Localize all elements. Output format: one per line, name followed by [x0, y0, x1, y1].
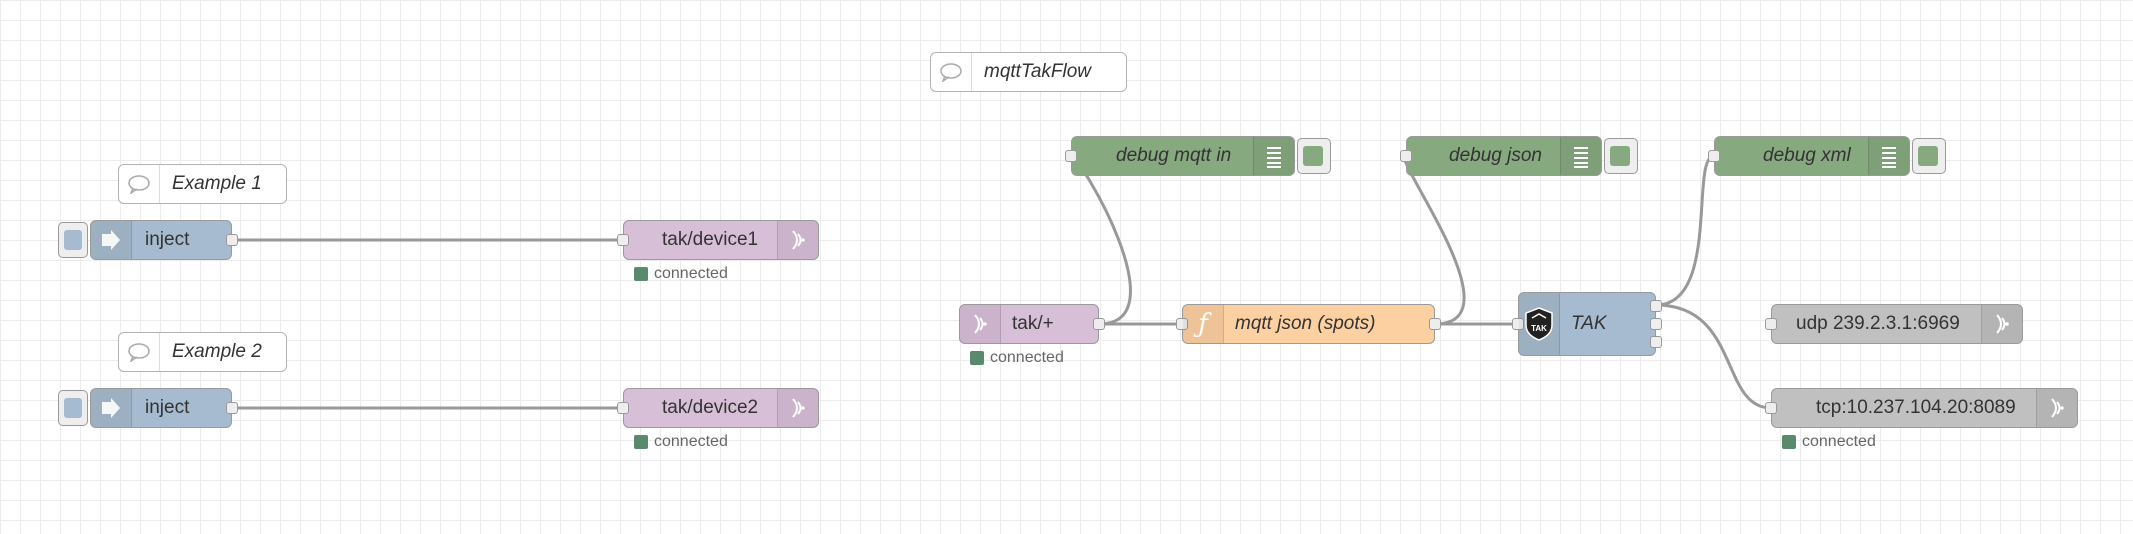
status-text: connected — [990, 349, 1064, 366]
input-port[interactable] — [1765, 318, 1777, 330]
wire-mqttin-debug[interactable] — [1070, 154, 1132, 326]
output-port[interactable] — [1093, 318, 1105, 330]
inject-node-2[interactable]: inject — [90, 388, 238, 428]
input-port[interactable] — [1065, 150, 1077, 162]
comment-label: Example 1 — [172, 173, 262, 194]
wire-tak-debugxml[interactable] — [1655, 154, 1715, 307]
udp-out-node[interactable]: udp 239.2.3.1:6969 — [1765, 304, 2023, 344]
output-port[interactable] — [1429, 318, 1441, 330]
status-dot — [1782, 435, 1796, 449]
wire-tak-tcp[interactable] — [1655, 303, 1772, 410]
input-port[interactable] — [1708, 150, 1720, 162]
mqtt-in-node[interactable]: tak/+ — [959, 304, 1105, 344]
radio-waves-icon — [960, 305, 1001, 343]
debug-toggle-xml[interactable] — [1912, 138, 1946, 174]
debug-toggle-mqtt-in[interactable] — [1297, 138, 1331, 174]
status-text: connected — [1802, 433, 1876, 450]
mqtt-in-label: tak/+ — [1012, 313, 1054, 334]
debug-node-xml[interactable]: debug xml — [1708, 136, 1910, 176]
radio-waves-icon — [1981, 305, 2022, 343]
speech-bubble-icon — [119, 333, 160, 371]
function-node[interactable]: ƒ mqtt json (spots) — [1176, 304, 1441, 344]
comment-flow-title[interactable]: mqttTakFlow — [930, 52, 1127, 92]
comment-label: mqttTakFlow — [984, 61, 1091, 82]
inject-label: inject — [145, 397, 190, 418]
status-tcp: connected — [1782, 433, 1876, 451]
comment-example2[interactable]: Example 2 — [118, 332, 287, 372]
list-icon — [1560, 137, 1601, 175]
list-icon — [1253, 137, 1294, 175]
inject-node-1[interactable]: inject — [90, 220, 238, 260]
comment-example1[interactable]: Example 1 — [118, 164, 287, 204]
debug-node-mqtt-in[interactable]: debug mqtt in — [1065, 136, 1295, 176]
mqtt-out-label: tak/device1 — [662, 229, 759, 250]
radio-waves-icon — [777, 221, 818, 259]
status-dot — [634, 267, 648, 281]
inject-label: inject — [145, 229, 190, 250]
speech-bubble-icon — [119, 165, 160, 203]
output-port[interactable] — [226, 402, 238, 414]
status-device2: connected — [634, 433, 728, 451]
input-port[interactable] — [1765, 402, 1777, 414]
udp-label: udp 239.2.3.1:6969 — [1796, 313, 1960, 334]
debug-label: debug xml — [1763, 145, 1851, 166]
output-port-2[interactable] — [1650, 318, 1662, 330]
tak-label: TAK — [1571, 313, 1607, 334]
function-label: mqtt json (spots) — [1235, 313, 1376, 334]
status-dot — [970, 351, 984, 365]
output-port[interactable] — [226, 234, 238, 246]
radio-waves-icon — [777, 389, 818, 427]
input-port[interactable] — [1512, 318, 1524, 330]
mqtt-out-label: tak/device2 — [662, 397, 759, 418]
inject1-trigger-button[interactable] — [58, 222, 88, 258]
status-device1: connected — [634, 265, 728, 283]
wire-function-debugjson[interactable] — [1403, 154, 1466, 326]
debug-toggle-json[interactable] — [1604, 138, 1638, 174]
tak-node[interactable]: TAK TAK — [1512, 292, 1662, 356]
arrow-in-icon — [91, 221, 132, 259]
output-port-1[interactable] — [1650, 300, 1662, 312]
output-port-3[interactable] — [1650, 336, 1662, 348]
status-dot — [634, 435, 648, 449]
status-mqtt-in: connected — [970, 349, 1064, 367]
tcp-label: tcp:10.237.104.20:8089 — [1816, 397, 2016, 418]
inject2-trigger-button[interactable] — [58, 390, 88, 426]
tcp-out-node[interactable]: tcp:10.237.104.20:8089 — [1765, 388, 2078, 428]
debug-label: debug mqtt in — [1116, 145, 1232, 166]
debug-node-json[interactable]: debug json — [1400, 136, 1602, 176]
radio-waves-icon — [2036, 389, 2077, 427]
speech-bubble-icon — [931, 53, 972, 91]
input-port[interactable] — [1176, 318, 1188, 330]
comment-label: Example 2 — [172, 341, 262, 362]
input-port[interactable] — [1400, 150, 1412, 162]
function-icon: ƒ — [1183, 305, 1224, 343]
tak-logo-icon: TAK — [1519, 293, 1560, 355]
list-icon — [1868, 137, 1909, 175]
arrow-in-icon — [91, 389, 132, 427]
debug-label: debug json — [1449, 145, 1542, 166]
input-port[interactable] — [617, 234, 629, 246]
mqtt-out-node-device2[interactable]: tak/device2 — [617, 388, 819, 428]
status-text: connected — [654, 433, 728, 450]
svg-text:TAK: TAK — [1531, 324, 1547, 333]
mqtt-out-node-device1[interactable]: tak/device1 — [617, 220, 819, 260]
input-port[interactable] — [617, 402, 629, 414]
status-text: connected — [654, 265, 728, 282]
